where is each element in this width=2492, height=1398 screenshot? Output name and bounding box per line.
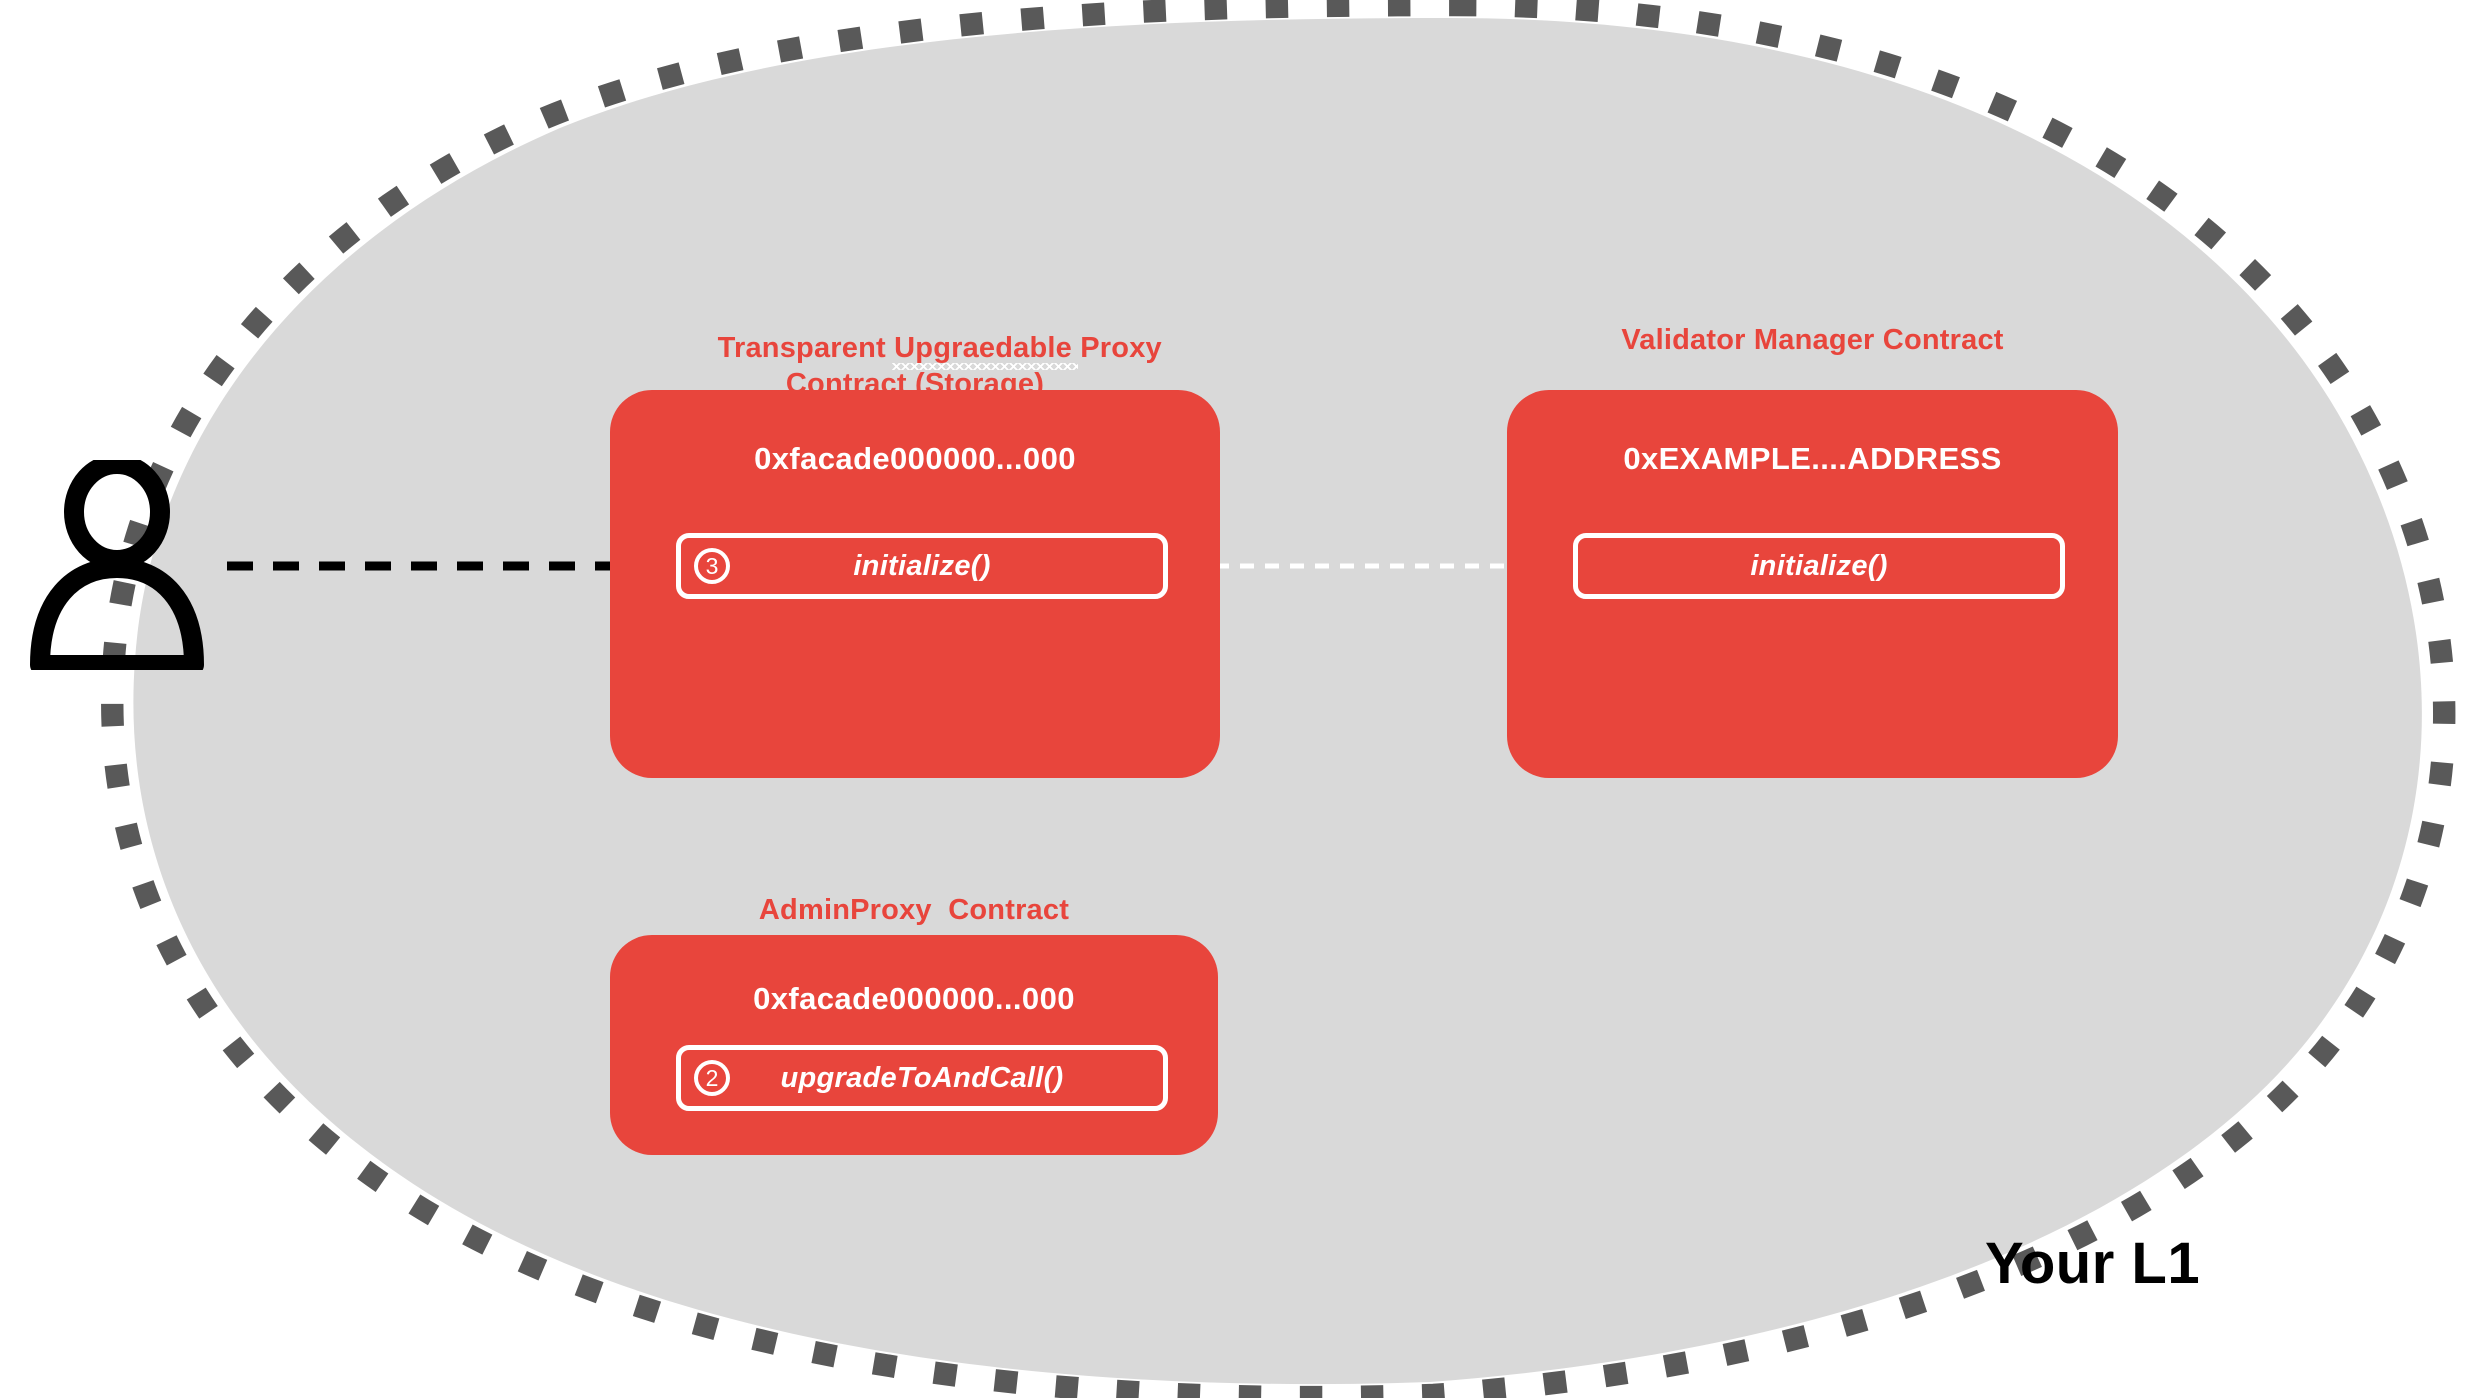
method-initialize[interactable]: 3 initialize() xyxy=(676,533,1168,599)
method-label: initialize() xyxy=(1750,549,1888,582)
contract-title-prefix: Transparent xyxy=(717,332,895,365)
method-label: initialize() xyxy=(853,549,991,582)
contract-card: 0xfacade000000...000 3 initialize() xyxy=(610,390,1220,778)
method-initialize[interactable]: initialize() xyxy=(1573,533,2065,599)
contract-admin-proxy: AdminProxy Contract 0xfacade000000...000… xyxy=(610,893,1218,1155)
contract-address: 0xfacade000000...000 xyxy=(754,441,1076,476)
contract-title: AdminProxy Contract xyxy=(758,894,1070,926)
method-label: upgradeToAndCall() xyxy=(780,1061,1064,1094)
contract-validator-manager: Validator Manager Contract 0xEXAMPLE....… xyxy=(1507,296,2118,778)
person-icon xyxy=(30,460,204,670)
contract-card: 0xEXAMPLE....ADDRESS initialize() xyxy=(1507,390,2118,778)
contract-title-misspelled-word: Upgraedable xyxy=(892,331,1078,371)
step-badge-3: 3 xyxy=(694,548,730,584)
contract-address: 0xfacade000000...000 xyxy=(753,981,1075,1016)
step-badge-2: 2 xyxy=(694,1060,730,1096)
contract-title: Validator Manager Contract xyxy=(1621,324,2004,356)
network-label: Your L1 xyxy=(1985,1231,2201,1296)
method-upgrade-to-and-call[interactable]: 2 upgradeToAndCall() xyxy=(676,1045,1168,1111)
contract-address: 0xEXAMPLE....ADDRESS xyxy=(1623,441,2002,476)
contract-title-suffix: Proxy xyxy=(1072,332,1162,365)
contract-card: 0xfacade000000...000 2 upgradeToAndCall(… xyxy=(610,935,1218,1155)
